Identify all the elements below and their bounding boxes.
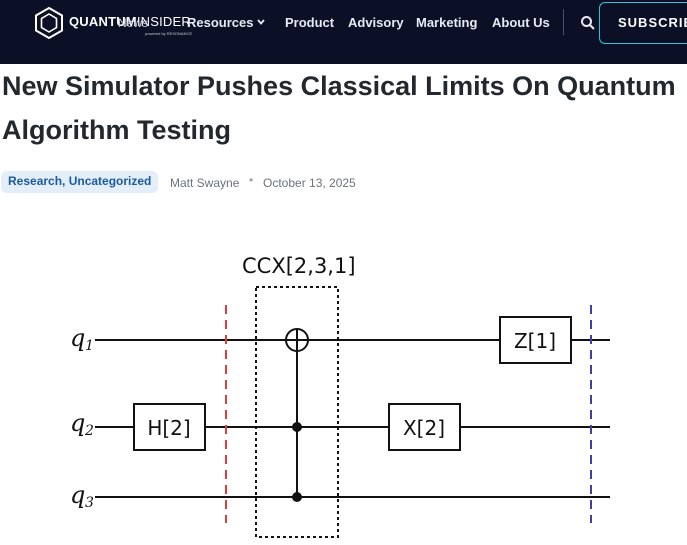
qubit-label-q2-sub: 2 (84, 423, 94, 439)
qubit-label-q2-name: q (70, 409, 85, 437)
z-gate-label: Z[1] (514, 329, 556, 353)
qubit-label-q1-sub: 1 (85, 338, 94, 354)
qubit-label-q1-name: q (70, 324, 85, 352)
nav-item-marketing[interactable]: Marketing (416, 15, 478, 30)
category-badge[interactable]: Research, Uncategorized (1, 171, 159, 193)
top-navigation-bar: QUANTUMINSIDER powered by RESONANCE News… (0, 0, 687, 64)
qubit-label-q3-name: q (70, 481, 85, 509)
nav-divider (563, 9, 564, 35)
qubit-label-q2: q 2 (70, 409, 94, 439)
x-gate-label: X[2] (403, 416, 445, 440)
z-gate-box (499, 316, 572, 364)
qubit-label-q3-sub: 3 (85, 495, 94, 511)
author-name[interactable]: Matt Swayne (170, 176, 240, 190)
h-gate-label: H[2] (147, 416, 190, 440)
quantum-insider-logo-icon[interactable] (32, 6, 66, 40)
meta-separator: • (249, 173, 254, 187)
h-gate-box (133, 403, 206, 451)
site-logo-wordmark[interactable]: QUANTUMINSIDER (69, 14, 191, 29)
nav-item-resources[interactable]: Resources (187, 15, 254, 30)
nav-item-advisory[interactable]: Advisory (348, 15, 404, 30)
qubit-label-q3: q 3 (70, 481, 94, 511)
nav-item-about-us[interactable]: About Us (492, 15, 550, 30)
logo-word-bold: QUANTUM (69, 14, 137, 29)
ccx-group-box (255, 286, 339, 538)
publish-date: October 13, 2025 (263, 176, 356, 190)
ccx-control-q2 (292, 422, 302, 432)
quantum-circuit-figure: CCX[2,3,1] q 1 q 2 q 3 H[2] X[2] Z[1] (70, 254, 610, 538)
subscribe-button[interactable]: SUBSCRIBE (599, 2, 687, 44)
ccx-control-q3 (292, 492, 302, 502)
qubit-label-q1: q 1 (70, 324, 94, 354)
nav-item-news[interactable]: News (118, 16, 149, 30)
x-gate-box (388, 403, 461, 451)
logo-word-light: INSIDER (136, 14, 191, 29)
article-headline: New Simulator Pushes Classical Limits On… (2, 71, 676, 145)
logo-tagline: powered by RESONANCE (145, 31, 193, 36)
ccx-label: CCX[2,3,1] (242, 254, 356, 278)
search-icon[interactable] (580, 15, 596, 31)
chevron-down-icon[interactable] (256, 17, 266, 27)
nav-item-product[interactable]: Product (285, 15, 335, 30)
